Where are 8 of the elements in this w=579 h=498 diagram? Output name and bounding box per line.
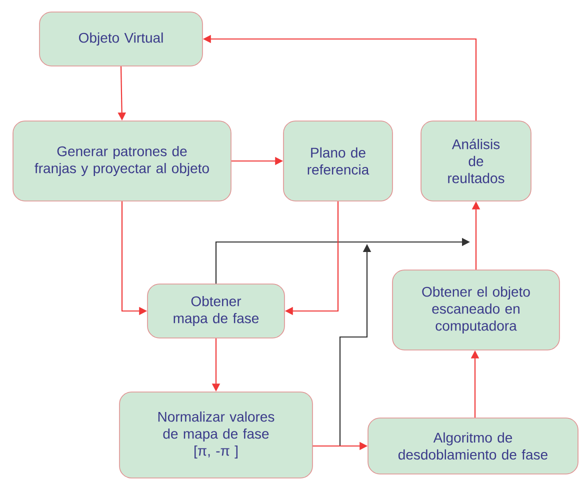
process-box: Normalizar valores de mapa de fase [π, -π ] — [119, 392, 313, 478]
process-box: Algoritmo de desdoblamiento de fase — [368, 418, 578, 474]
process-box: Análisis de reultados — [420, 120, 532, 202]
process-box: Obtener el objeto escaneado en computadora — [392, 270, 560, 350]
process-box: Plano de referencia — [283, 120, 393, 202]
process-box: Obtener mapa de fase — [147, 284, 285, 338]
process-box: Objeto Virtual — [39, 12, 203, 66]
process-box: Generar patrones de franjas y proyectar al objeto — [12, 120, 232, 202]
